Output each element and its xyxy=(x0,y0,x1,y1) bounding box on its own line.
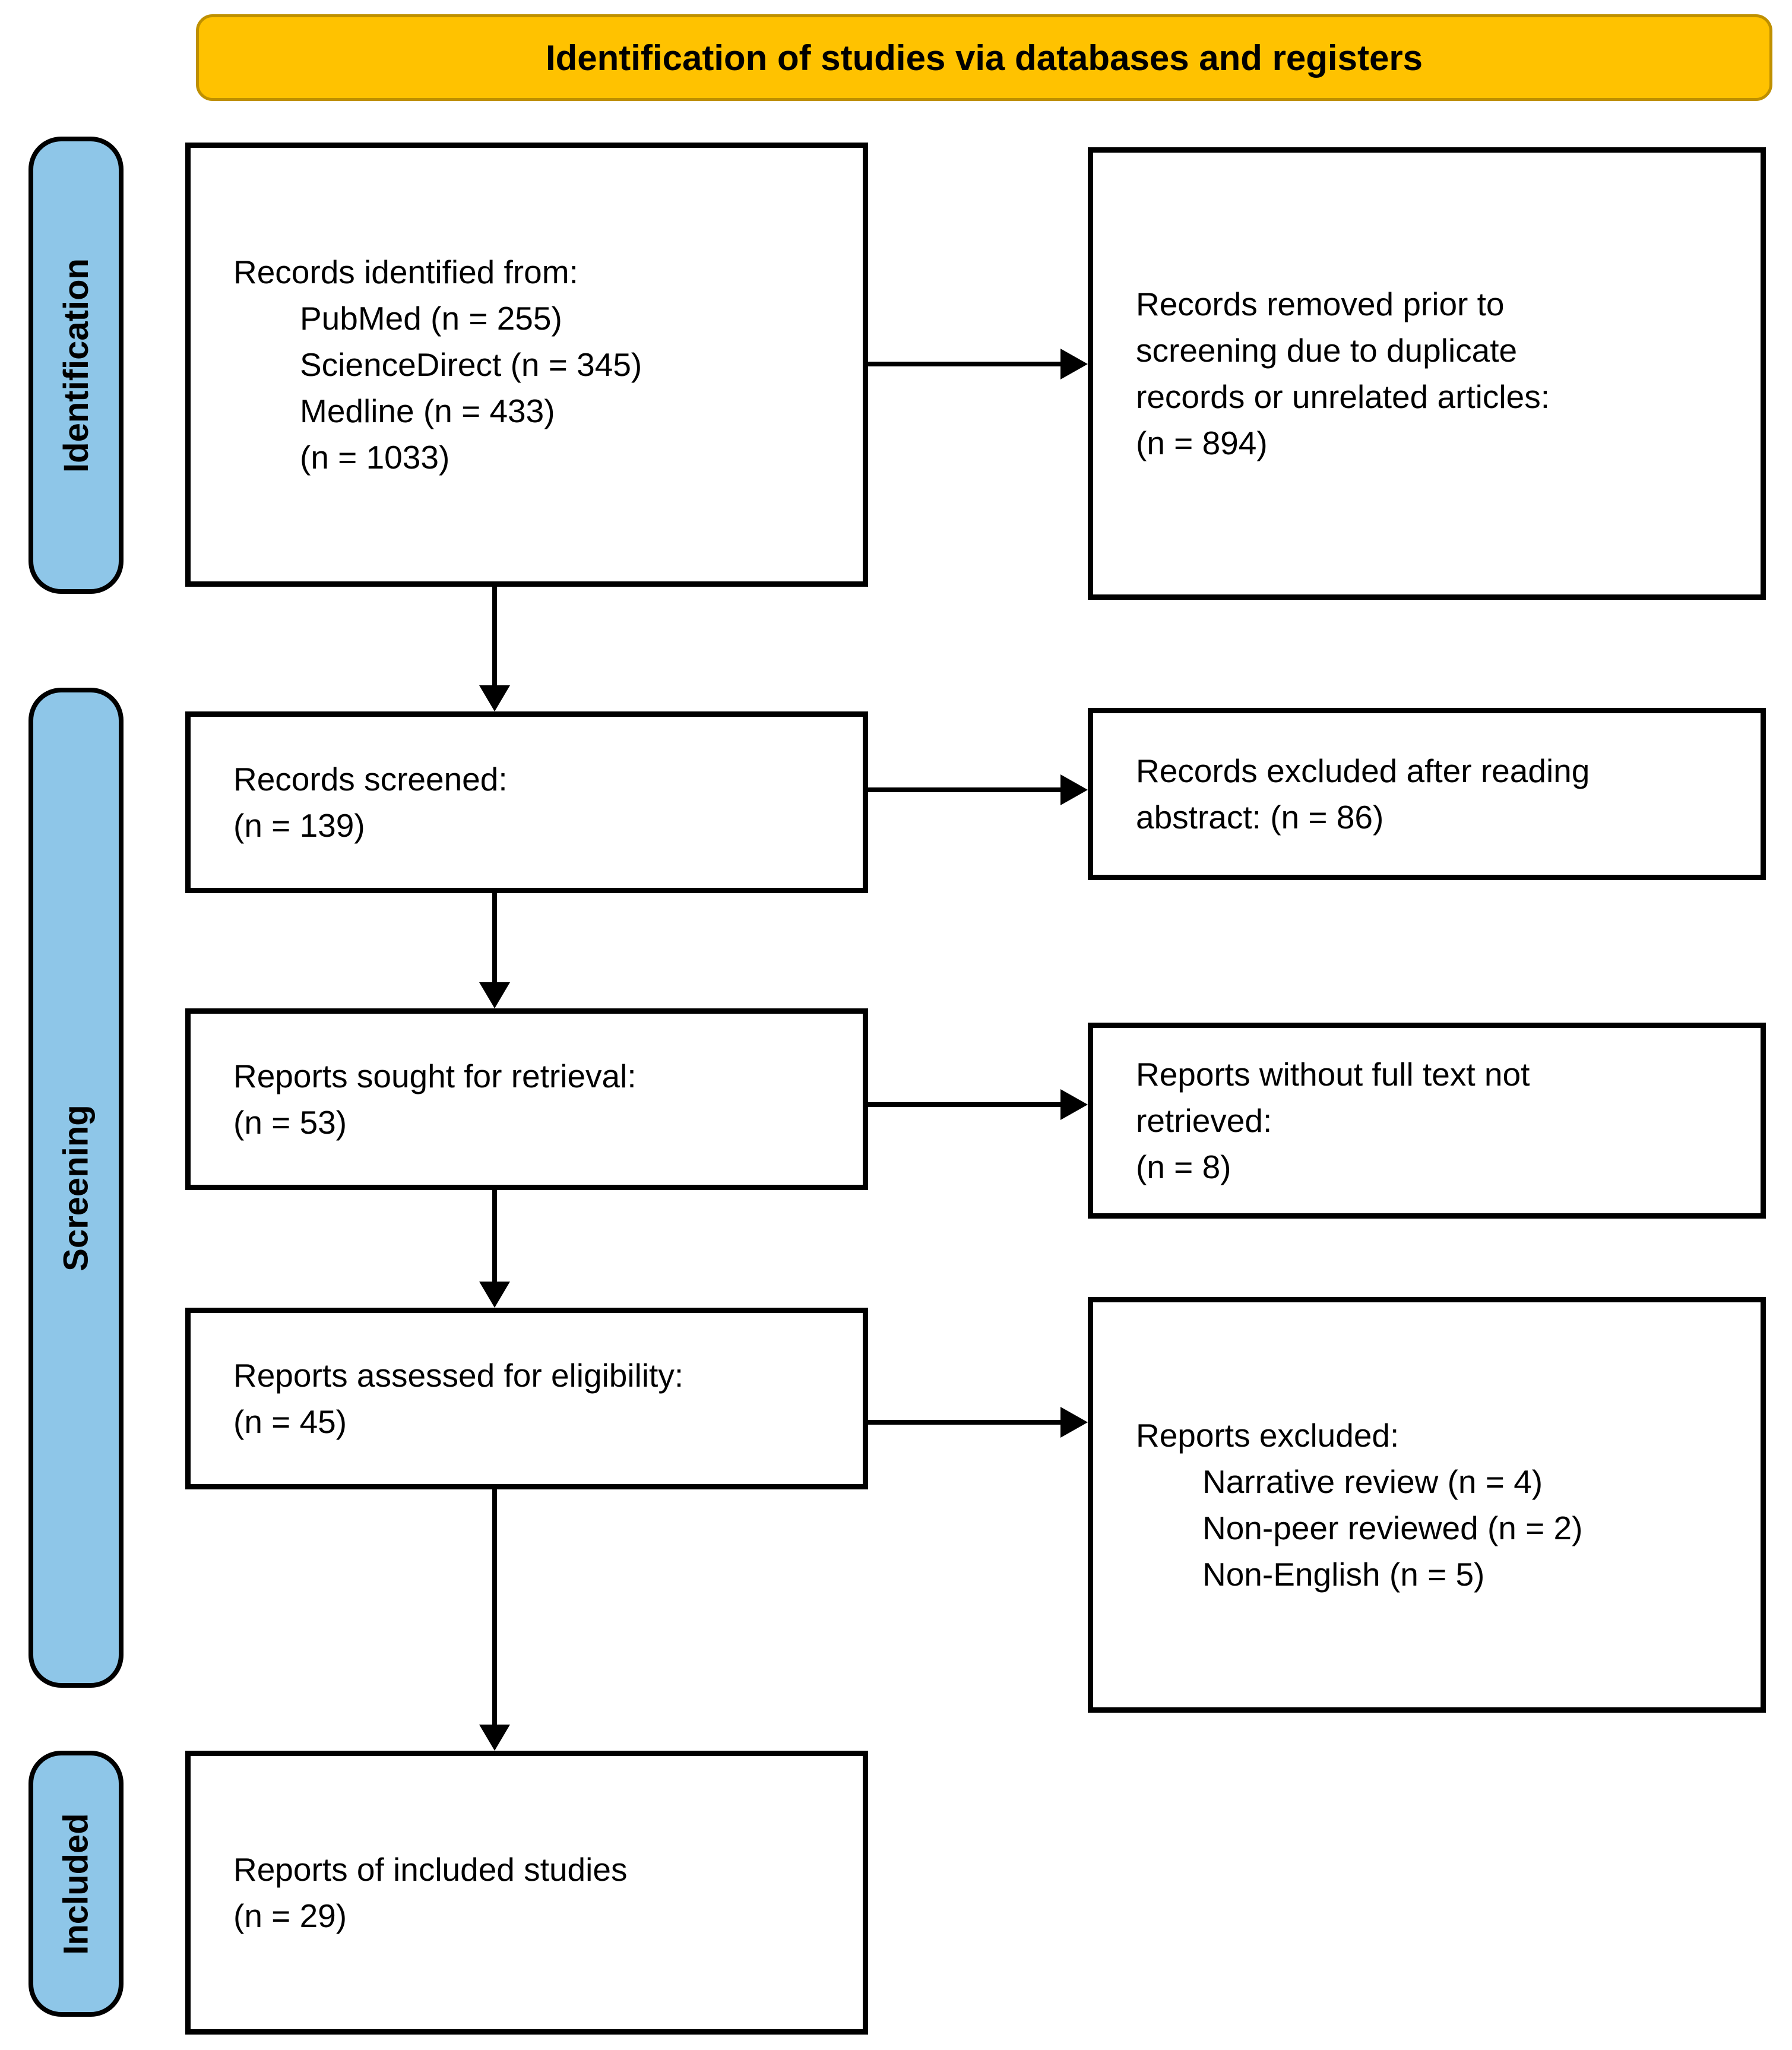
arrow-shaft xyxy=(492,1189,497,1284)
box-text-line: (n = 894) xyxy=(1136,425,1268,461)
arrow-sought-to-assessed xyxy=(479,1189,510,1308)
box-reports-sought: Reports sought for retrieval: (n = 53) xyxy=(185,1008,868,1190)
arrow-shaft xyxy=(492,585,497,688)
box-reports-excluded: Reports excluded: Narrative review (n = … xyxy=(1088,1297,1766,1713)
arrow-screened-to-sought xyxy=(479,892,510,1008)
box-text-line: screening due to duplicate xyxy=(1136,332,1518,369)
box-text-line: Non-peer reviewed (n = 2) xyxy=(1202,1510,1583,1546)
box-text-line: retrieved: xyxy=(1136,1102,1272,1139)
box-reports-assessed: Reports assessed for eligibility: (n = 4… xyxy=(185,1308,868,1489)
box-text-line: (n = 139) xyxy=(233,807,365,844)
box-records-excluded-abstract: Records excluded after reading abstract:… xyxy=(1088,708,1766,880)
arrow-screened-to-excluded xyxy=(867,774,1088,805)
arrowhead-right-icon xyxy=(1060,774,1088,805)
sidebar-stage-label: Included xyxy=(56,1812,96,1955)
arrowhead-down-icon xyxy=(479,1282,510,1308)
box-text-line: Records excluded after reading xyxy=(1136,752,1590,789)
box-text-line: (n = 29) xyxy=(233,1897,347,1934)
box-text-line: Reports of included studies xyxy=(233,1851,628,1888)
box-records-screened: Records screened: (n = 139) xyxy=(185,711,868,893)
box-text-line: Medline (n = 433) xyxy=(300,393,555,429)
box-text-line: Records screened: xyxy=(233,761,508,798)
box-records-removed: Records removed prior to screening due t… xyxy=(1088,147,1766,600)
arrow-shaft xyxy=(867,1420,1063,1425)
box-text-line: Reports assessed for eligibility: xyxy=(233,1357,684,1394)
box-text-line: Non-English (n = 5) xyxy=(1202,1556,1485,1593)
box-text-line: Records removed prior to xyxy=(1136,286,1505,322)
box-text-line: (n = 45) xyxy=(233,1403,347,1440)
box-text-line: Reports excluded: xyxy=(1136,1417,1400,1454)
banner-label: Identification of studies via databases … xyxy=(545,37,1423,78)
banner-title: Identification of studies via databases … xyxy=(196,14,1772,101)
arrow-shaft xyxy=(867,362,1063,366)
arrow-identified-to-screened xyxy=(479,585,510,711)
arrow-assessed-to-included xyxy=(479,1488,510,1751)
box-reports-not-retrieved: Reports without full text not retrieved:… xyxy=(1088,1023,1766,1219)
sidebar-stage-identification: Identification xyxy=(29,137,124,594)
sidebar-stage-screening: Screening xyxy=(29,688,124,1688)
arrowhead-down-icon xyxy=(479,685,510,711)
arrow-shaft xyxy=(492,1488,497,1727)
box-text-line: ScienceDirect (n = 345) xyxy=(300,346,642,383)
arrowhead-right-icon xyxy=(1060,1407,1088,1438)
box-text-line: Reports sought for retrieval: xyxy=(233,1058,637,1094)
arrow-shaft xyxy=(867,1102,1063,1107)
arrow-sought-to-not-retrieved xyxy=(867,1089,1088,1120)
box-text-line: abstract: (n = 86) xyxy=(1136,799,1384,836)
box-text-line: (n = 53) xyxy=(233,1104,347,1141)
sidebar-stage-label: Identification xyxy=(56,258,96,473)
box-records-identified: Records identified from: PubMed (n = 255… xyxy=(185,143,868,587)
arrow-identified-to-removed xyxy=(867,349,1088,379)
arrowhead-right-icon xyxy=(1060,349,1088,379)
box-text-line: (n = 1033) xyxy=(300,439,450,476)
box-text-line: records or unrelated articles: xyxy=(1136,378,1550,415)
box-text-line: (n = 8) xyxy=(1136,1149,1231,1185)
arrow-assessed-to-excluded xyxy=(867,1407,1088,1438)
arrowhead-down-icon xyxy=(479,1725,510,1751)
arrowhead-right-icon xyxy=(1060,1089,1088,1120)
box-text-line: PubMed (n = 255) xyxy=(300,300,562,337)
arrow-shaft xyxy=(492,892,497,985)
arrow-shaft xyxy=(867,787,1063,792)
arrowhead-down-icon xyxy=(479,982,510,1008)
box-text-line: Reports without full text not xyxy=(1136,1056,1530,1093)
box-reports-included: Reports of included studies (n = 29) xyxy=(185,1751,868,2035)
box-text-line: Records identified from: xyxy=(233,254,578,290)
box-text-line: Narrative review (n = 4) xyxy=(1202,1463,1543,1500)
sidebar-stage-included: Included xyxy=(29,1751,124,2017)
sidebar-stage-label: Screening xyxy=(56,1104,96,1271)
